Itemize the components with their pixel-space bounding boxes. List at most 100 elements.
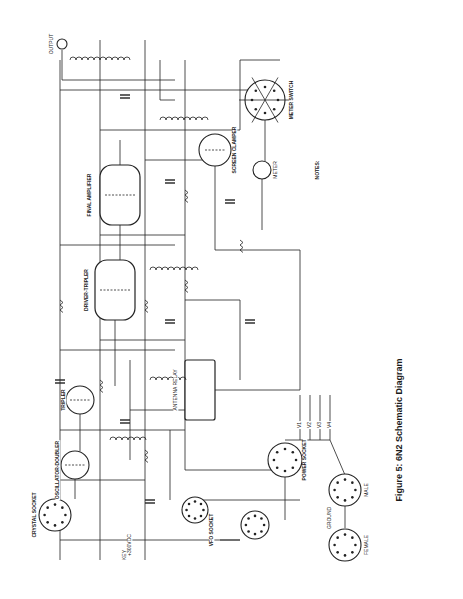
wire	[100, 130, 240, 131]
socket-pin	[245, 524, 248, 527]
figure-caption: Figure 5: 6N2 Schematic Diagram	[395, 357, 404, 502]
capacitor-plate	[245, 319, 255, 320]
wire	[215, 250, 300, 251]
socket-pin	[263, 524, 266, 527]
socket-pin	[254, 533, 257, 536]
wire	[220, 540, 240, 541]
wire	[300, 395, 301, 440]
wire	[100, 235, 185, 236]
socket-pin	[185, 509, 188, 512]
wire	[285, 440, 300, 441]
capacitor-plate	[225, 202, 235, 203]
component-circle	[57, 39, 67, 49]
wire	[62, 80, 175, 81]
socket-pin	[247, 517, 250, 520]
component-circle	[199, 134, 231, 166]
switch-contact	[265, 100, 278, 123]
component-circle	[66, 386, 94, 414]
wire	[240, 300, 241, 380]
socket-pin	[188, 515, 191, 518]
capacitor-plate	[165, 319, 175, 320]
socket-pin	[344, 499, 347, 502]
socket-pin	[354, 489, 357, 492]
capacitor-plate	[165, 182, 175, 183]
capacitor-plate	[165, 322, 175, 323]
socket-pin	[61, 506, 64, 509]
wire	[75, 479, 76, 499]
socket-pin	[54, 524, 57, 527]
resistor-symbol	[60, 300, 63, 313]
wire	[330, 395, 331, 440]
socket-pin	[200, 503, 203, 506]
socket-pin	[202, 509, 205, 512]
socket-pin	[354, 544, 357, 547]
tube-envelope	[95, 260, 135, 320]
socket-pin	[273, 108, 276, 111]
wire	[60, 245, 175, 246]
component-circle	[61, 451, 89, 479]
component-label: GROUND	[327, 506, 332, 530]
socket-pin	[292, 467, 295, 470]
socket-pin	[351, 481, 354, 484]
wire	[320, 395, 321, 440]
wire	[170, 430, 171, 500]
socket-pin	[194, 517, 197, 520]
socket-pin	[64, 514, 67, 517]
component-circle	[241, 511, 269, 539]
socket-pin	[336, 551, 339, 554]
component-label: V4	[327, 421, 332, 429]
socket-pin	[260, 530, 263, 533]
capacitor-plate	[245, 322, 255, 323]
component-label: POWER SOCKET	[302, 438, 307, 481]
wire	[160, 60, 161, 100]
component-label: TRIPLER	[61, 388, 66, 411]
wire	[80, 414, 81, 451]
component-circle	[253, 161, 271, 179]
wire	[215, 390, 300, 391]
component-label: OSCILLATOR-DOUBLER	[55, 440, 60, 500]
socket-pin	[336, 481, 339, 484]
socket-pin	[264, 86, 267, 89]
wire	[285, 477, 286, 520]
wire	[200, 500, 300, 501]
wire	[215, 166, 216, 250]
component-label: FINAL AMPLIFIER	[87, 173, 92, 218]
socket-pin	[344, 478, 347, 481]
capacitor-plate	[225, 199, 235, 200]
tube-envelope	[185, 360, 215, 420]
coil-symbol	[150, 377, 186, 380]
wire	[262, 179, 263, 230]
wire	[120, 225, 121, 260]
wire	[100, 340, 185, 341]
component-label: CRYSTAL SOCKET	[32, 491, 37, 538]
tube-grid	[70, 400, 90, 401]
socket-pin	[264, 112, 267, 115]
socket-pin	[351, 536, 354, 539]
component-label: ANTENNA RELAY	[173, 368, 178, 411]
socket-pin	[336, 536, 339, 539]
component-label: FEMALE	[364, 534, 369, 556]
capacitor-plate	[145, 502, 155, 503]
wire	[60, 430, 185, 431]
wire	[160, 100, 175, 101]
socket-pin	[61, 521, 64, 524]
socket-pin	[292, 451, 295, 454]
tube-grid	[100, 290, 130, 291]
capacitor-plate	[55, 379, 65, 380]
component-label: VFO SOCKET	[209, 513, 214, 548]
socket-pin	[276, 467, 279, 470]
component-circle	[182, 497, 208, 523]
coil-symbol	[70, 57, 130, 60]
socket-pin	[200, 515, 203, 518]
wire	[115, 320, 116, 386]
socket-pin	[247, 530, 250, 533]
socket-pin	[254, 515, 257, 518]
resistor-symbol	[145, 300, 148, 313]
coil-symbol	[160, 117, 208, 120]
component-label: V2	[307, 421, 312, 429]
socket-pin	[188, 503, 191, 506]
wire	[345, 505, 346, 528]
wire	[185, 470, 285, 471]
wire	[60, 350, 175, 351]
